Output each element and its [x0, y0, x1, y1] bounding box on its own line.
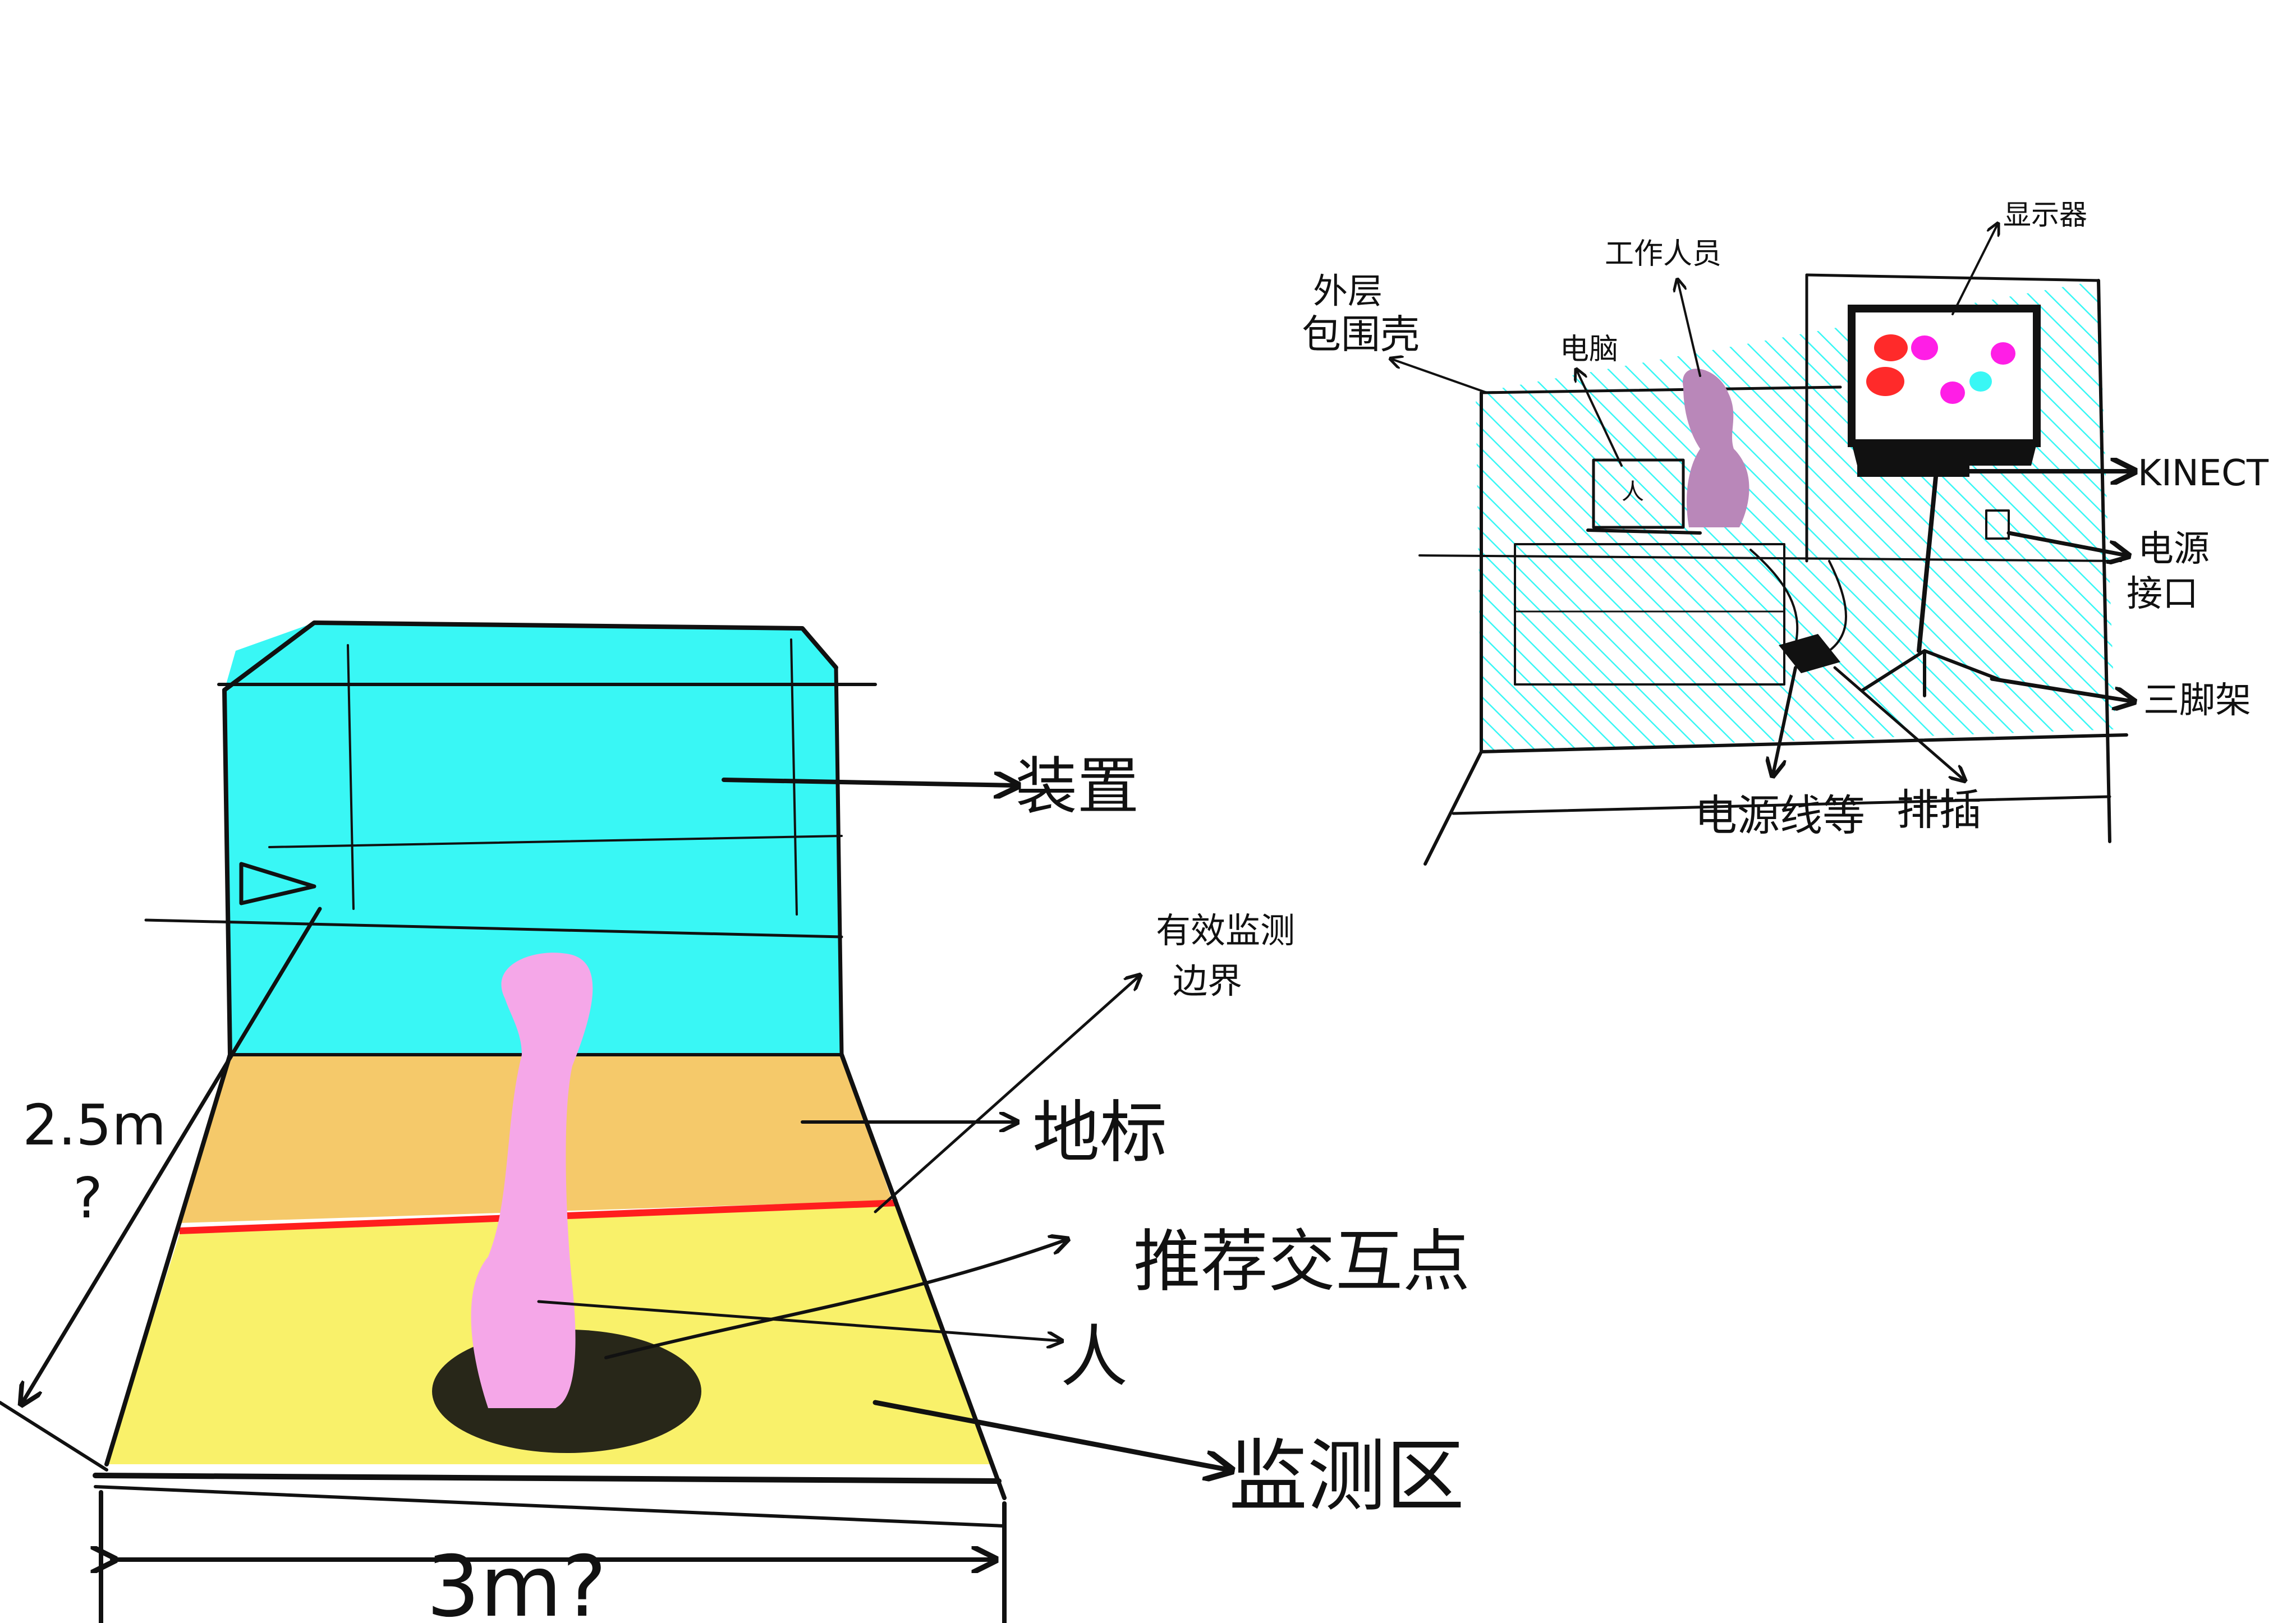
depth-question-label: ?	[73, 1165, 103, 1231]
left-sketch: 装置 有效监测 边界 地标 推荐交互点 人 监测区 2.5m ? 3m?	[0, 623, 1470, 1623]
power-port-label-line1: 电源	[2138, 528, 2210, 570]
screen-dot-magenta-2	[1991, 342, 2015, 365]
shell-top-back	[1807, 275, 2098, 281]
floor-marker-label: 地标	[1032, 1094, 1167, 1172]
computer-label: 电脑	[1560, 333, 1618, 366]
recommended-point-label: 推荐交互点	[1133, 1223, 1470, 1301]
outer-shell-label-line2: 包围壳	[1302, 311, 1420, 357]
laptop-person-label: 人	[1622, 479, 1644, 505]
power-port-label-line2: 接口	[2127, 573, 2198, 615]
right-sketch: 人	[1302, 199, 2269, 864]
effective-boundary-label-line1: 有效监测	[1156, 910, 1295, 951]
screen-dot-red-1	[1874, 334, 1908, 361]
effective-boundary-label-line2: 边界	[1173, 960, 1242, 1001]
person-label: 人	[1060, 1318, 1128, 1396]
screen-dot-cyan	[1969, 371, 1992, 392]
outer-shell-arrow	[1392, 359, 1487, 393]
worker-label: 工作人员	[1605, 237, 1721, 271]
tripod-label: 三脚架	[2143, 680, 2251, 721]
screen-dot-magenta-3	[1940, 381, 1965, 404]
floor-front-edge-2	[95, 1487, 1004, 1526]
power-strip-label: 排插	[1897, 785, 1982, 835]
shell-floor-left	[1425, 752, 1481, 864]
kinect-sensor	[1857, 460, 1969, 477]
power-cable-label: 电源线等	[1695, 790, 1865, 840]
floor-front-edge	[95, 1475, 999, 1481]
width-label: 3m?	[426, 1538, 607, 1623]
display-label: 显示器	[2003, 199, 2087, 231]
screen-dot-magenta-1	[1911, 335, 1938, 360]
kinect-label: KINECT	[2138, 453, 2269, 494]
display	[1852, 309, 2037, 466]
screen-dot-red-2	[1866, 367, 1904, 396]
depth-label: 2.5m	[22, 1092, 166, 1158]
device-label: 装置	[1016, 751, 1139, 822]
depth-dimension-tick	[0, 1403, 107, 1470]
monitoring-area-label: 监测区	[1229, 1431, 1464, 1523]
outer-shell-label-line1: 外层	[1313, 270, 1383, 311]
